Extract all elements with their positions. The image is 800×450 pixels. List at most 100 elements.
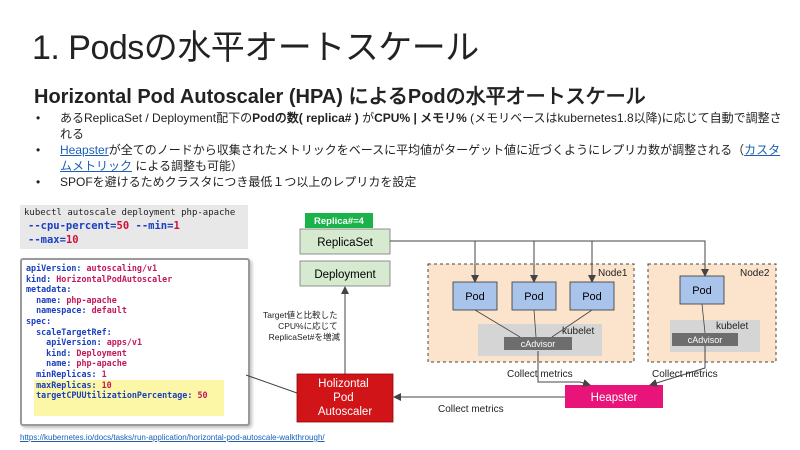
command-flag: --min= bbox=[129, 220, 174, 232]
kubelet-label: kubelet bbox=[562, 326, 594, 337]
command-value: 50 bbox=[116, 220, 130, 232]
yaml-value: default bbox=[91, 305, 127, 316]
yaml-key: minReplicas: bbox=[26, 368, 102, 379]
yaml-key: apiVersion: bbox=[26, 337, 107, 348]
command-box bbox=[20, 205, 248, 249]
yaml-key: scaleTargetRef: bbox=[26, 326, 112, 337]
collect-metrics-label: Collect metrics bbox=[438, 404, 504, 415]
manifest-to-hpa-line bbox=[245, 374, 298, 394]
heapster-box bbox=[565, 385, 663, 408]
hpa-scaling-note-line: Target値と比較した bbox=[263, 310, 338, 320]
pod-metric-line bbox=[474, 309, 521, 338]
yaml-line: kind: Deployment bbox=[26, 348, 208, 359]
pod-box bbox=[679, 275, 725, 305]
yaml-line: metadata: bbox=[26, 284, 208, 295]
pod-box bbox=[511, 281, 557, 311]
yaml-key: apiVersion: bbox=[26, 263, 87, 273]
yaml-value: autoscaling/v1 bbox=[86, 263, 158, 273]
bullet-item: Heapsterが全てのノードから収集されたメトリックをベースに平均値がターゲッ… bbox=[34, 142, 784, 174]
pod-metric-line bbox=[533, 309, 537, 338]
heapster-link[interactable]: Heapster bbox=[60, 143, 109, 157]
cadvisor-label: cAdvisor bbox=[688, 335, 723, 345]
yaml-value: php-apache bbox=[66, 294, 117, 305]
hpa-scaling-note-line: ReplicaSet#を増減 bbox=[269, 332, 341, 342]
bullet-text: (メモリベースはkubernetes1.8以降)に応じて自動で調整される bbox=[60, 111, 782, 141]
yaml-key: kind: bbox=[26, 273, 57, 284]
yaml-line: kind: HorizontalPodAutoscaler bbox=[26, 274, 208, 285]
hpa-scaling-note-line: CPU%に応じて bbox=[278, 321, 338, 331]
cadvisor-to-heapster-arrow bbox=[537, 351, 591, 387]
reference-link[interactable]: https://kubernetes.io/docs/tasks/run-app… bbox=[20, 433, 325, 442]
command-value: 1 bbox=[173, 220, 180, 232]
yaml-value: HorizontalPodAutoscaler bbox=[56, 273, 173, 284]
node2-label: Node2 bbox=[740, 268, 770, 279]
yaml-highlight bbox=[34, 380, 224, 416]
yaml-line: spec: bbox=[26, 316, 208, 327]
yaml-key: name: bbox=[26, 358, 77, 369]
collect-metrics-label: Collect metrics bbox=[507, 369, 573, 380]
yaml-key: spec: bbox=[26, 315, 52, 326]
pod-metric-line bbox=[701, 303, 706, 334]
hpa-scaling-note: Target値と比較した CPU%に応じて ReplicaSet#を増減 bbox=[263, 310, 340, 342]
yaml-line: name: php-apache bbox=[26, 295, 208, 306]
deployment-box bbox=[299, 260, 391, 287]
command-line: kubectl autoscale deployment php-apache bbox=[24, 208, 236, 218]
hpa-label: Holizontal Pod Autoscaler bbox=[318, 378, 373, 418]
hpa-box bbox=[296, 373, 394, 423]
cadvisor-to-heapster-arrow bbox=[649, 346, 706, 387]
replicaset-label: ReplicaSet bbox=[317, 237, 373, 249]
yaml-line: maxReplicas: 10 bbox=[26, 380, 208, 391]
bullet-text: が全てのノードから収集されたメトリックをベースに平均値がターゲット値に近づくよう… bbox=[108, 143, 745, 157]
bullet-text: が bbox=[358, 111, 375, 125]
yaml-value: 1 bbox=[101, 368, 107, 379]
node1-label: Node1 bbox=[598, 268, 628, 279]
cadvisor-label: cAdvisor bbox=[521, 339, 556, 349]
command-flags-line: --max=10 bbox=[28, 234, 79, 246]
yaml-key: namespace: bbox=[26, 305, 92, 316]
command-flag: --cpu-percent= bbox=[28, 220, 117, 232]
yaml-key: maxReplicas: bbox=[26, 379, 102, 390]
yaml-line: apiVersion: apps/v1 bbox=[26, 337, 208, 348]
slide-title: 1. Podsの水平オートスケール bbox=[32, 29, 479, 67]
yaml-value: 50 bbox=[197, 390, 208, 401]
bullet-text: あるReplicaSet / Deployment配下の bbox=[60, 111, 253, 125]
yaml-line: minReplicas: 1 bbox=[26, 369, 208, 380]
yaml-line: name: php-apache bbox=[26, 358, 208, 369]
yaml-value: 10 bbox=[101, 379, 112, 390]
hpa-label-line: Pod bbox=[333, 392, 353, 404]
replicaset-box bbox=[299, 228, 391, 255]
command-flags-line: --cpu-percent=50 --min=1 bbox=[28, 220, 180, 232]
bullet-list: あるReplicaSet / Deployment配下のPodの数( repli… bbox=[34, 110, 784, 190]
pod-label: Pod bbox=[465, 291, 485, 303]
deployment-label: Deployment bbox=[314, 269, 376, 281]
yaml-line: namespace: default bbox=[26, 305, 208, 316]
yaml-value: apps/v1 bbox=[106, 337, 142, 348]
heapster-label: Heapster bbox=[591, 392, 638, 404]
hpa-label-line: Autoscaler bbox=[318, 406, 373, 418]
yaml-key: metadata: bbox=[26, 284, 72, 295]
bullet-bold: Podの数( replica# ) bbox=[252, 111, 359, 125]
cadvisor-box bbox=[504, 337, 572, 350]
yaml-line: targetCPUUtilizationPercentage: 50 bbox=[26, 390, 208, 401]
bullet-item: あるReplicaSet / Deployment配下のPodの数( repli… bbox=[34, 110, 784, 142]
pod-label: Pod bbox=[582, 291, 602, 303]
pod-box bbox=[452, 281, 498, 311]
yaml-key: name: bbox=[26, 294, 67, 305]
bullet-item: SPOFを避けるためクラスタにつき最低１つ以上のレプリカを設定 bbox=[34, 174, 784, 190]
command-flag: --max= bbox=[28, 234, 66, 246]
hpa-label-line: Holizontal bbox=[318, 378, 369, 390]
replica-count-label: Replica#=4 bbox=[314, 216, 365, 227]
pod-label: Pod bbox=[524, 291, 544, 303]
kubelet-label: kubelet bbox=[716, 321, 748, 332]
bullet-text: SPOFを避けるためクラスタにつき最低１つ以上のレプリカを設定 bbox=[60, 175, 417, 189]
yaml-value: Deployment bbox=[76, 347, 127, 358]
pod-box bbox=[569, 281, 615, 311]
pod-metric-line bbox=[551, 309, 593, 338]
slide-subtitle: Horizontal Pod Autoscaler (HPA) によるPodの水… bbox=[34, 86, 646, 108]
command-value: 10 bbox=[65, 234, 79, 246]
custom-metrics-link[interactable]: カスタムメトリック bbox=[60, 143, 781, 173]
bullet-bold: CPU% | メモリ% bbox=[374, 111, 467, 125]
bullet-text: による調整も可能） bbox=[132, 159, 243, 173]
replica-count-badge bbox=[305, 213, 373, 228]
